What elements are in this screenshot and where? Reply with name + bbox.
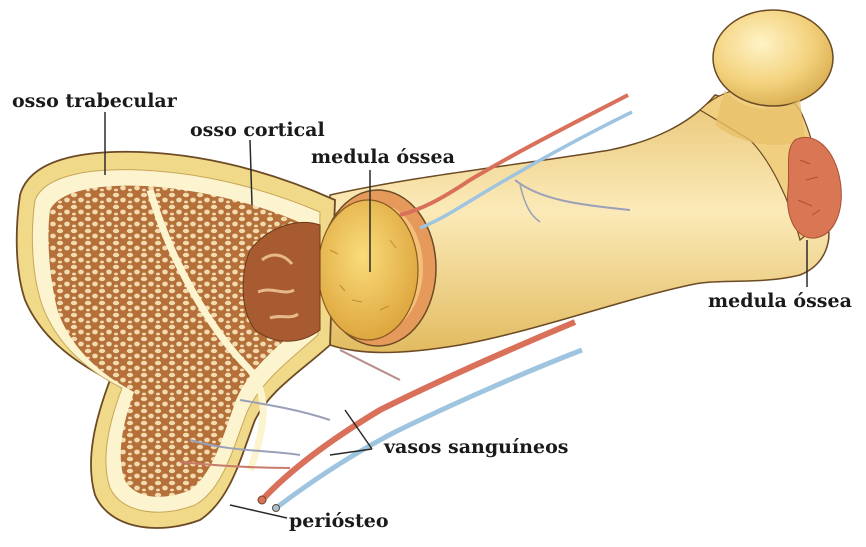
femoral-head: [713, 10, 833, 106]
marrow-head-patch: [787, 137, 841, 238]
label-vasos-sanguineos: vasos sanguíneos: [384, 438, 568, 457]
label-periosteo: periósteo: [289, 512, 389, 531]
label-osso-cortical: osso cortical: [190, 121, 325, 140]
label-osso-trabecular: osso trabecular: [12, 92, 177, 111]
marrow-center: [318, 200, 418, 340]
label-medula-ossea-center: medula óssea: [311, 148, 455, 167]
trabecular-bone: [48, 186, 305, 497]
label-medula-ossea-head: medula óssea: [708, 292, 852, 311]
